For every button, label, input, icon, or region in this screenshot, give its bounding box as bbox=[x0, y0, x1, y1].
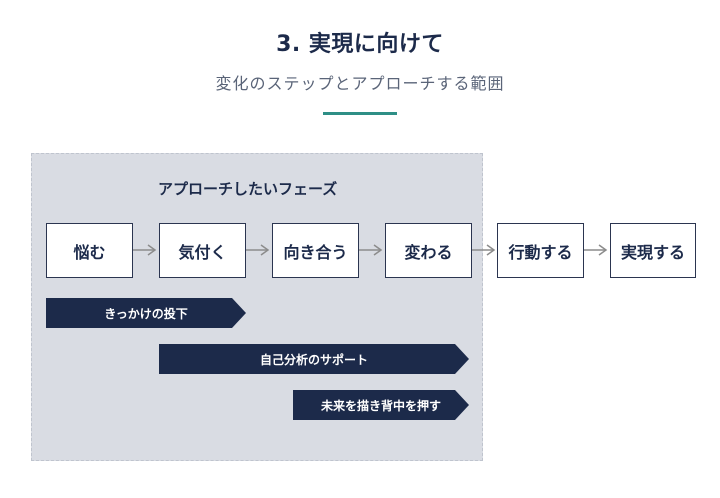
arrow-icon bbox=[584, 244, 608, 256]
banner-arrow-shape bbox=[293, 390, 469, 420]
step-realize: 実現する bbox=[610, 223, 696, 278]
approach-self-analysis: 自己分析のサポート bbox=[159, 344, 469, 374]
approach-label: きっかけの投下 bbox=[104, 306, 188, 321]
phase-label: アプローチしたいフェーズ bbox=[158, 180, 338, 198]
page-title: 3. 実現に向けて bbox=[276, 32, 444, 57]
step-face: 向き合う bbox=[272, 223, 359, 278]
approach-label: 未来を描き背中を押す bbox=[320, 398, 441, 413]
banner-arrow-shape bbox=[159, 344, 469, 374]
accent-underline bbox=[323, 112, 397, 115]
approach-push-forward: 未来を描き背中を押す bbox=[293, 390, 469, 420]
banner-arrow-shape bbox=[46, 298, 246, 328]
step-notice: 気付く bbox=[159, 223, 246, 278]
arrow-icon bbox=[472, 244, 496, 256]
approach-label: 自己分析のサポート bbox=[259, 352, 368, 367]
arrow-icon bbox=[133, 244, 157, 256]
step-act: 行動する bbox=[497, 223, 584, 278]
approach-trigger: きっかけの投下 bbox=[46, 298, 246, 328]
step-change: 変わる bbox=[385, 223, 472, 278]
arrow-icon bbox=[246, 244, 270, 256]
arrow-icon bbox=[359, 244, 383, 256]
page-subtitle: 変化のステップとアプローチする範囲 bbox=[215, 74, 505, 93]
step-worry: 悩む bbox=[46, 223, 133, 278]
